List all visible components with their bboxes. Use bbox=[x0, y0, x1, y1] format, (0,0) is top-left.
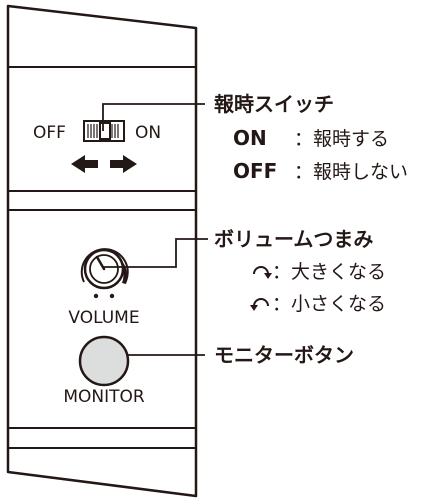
monitor-callout-title: モニターボタン bbox=[214, 343, 354, 367]
knob-dot-left bbox=[93, 293, 99, 299]
switch-slider-knob[interactable] bbox=[99, 122, 111, 140]
switch-off-key: OFF bbox=[233, 159, 277, 183]
switch-off-text: ：報時しない bbox=[294, 161, 408, 183]
switch-on-key: ON bbox=[233, 126, 267, 150]
volume-callout-title: ボリュームつまみ bbox=[214, 227, 373, 251]
rotate-counterclockwise-icon bbox=[250, 298, 269, 311]
volume-label: VOLUME bbox=[68, 308, 139, 328]
monitor-button[interactable] bbox=[78, 335, 130, 387]
arrow-left-icon bbox=[71, 155, 98, 173]
volume-callout: ボリュームつまみ ：大きくなる ：小さくなる bbox=[214, 227, 386, 315]
monitor-label: MONITOR bbox=[63, 387, 145, 407]
switch-on-text: ：報時する bbox=[294, 128, 389, 150]
switch-ridges bbox=[87, 124, 119, 138]
knob-scale-wedge bbox=[117, 258, 128, 284]
knob-indicator bbox=[95, 255, 106, 271]
panel-dividers bbox=[8, 66, 196, 449]
arrow-right-icon bbox=[110, 155, 137, 173]
volume-ccw-text: ：小さくなる bbox=[272, 293, 386, 315]
switch-on-label: ON bbox=[135, 123, 161, 143]
time-signal-switch[interactable]: OFF ON bbox=[33, 120, 161, 173]
volume-cw-text: ：大きくなる bbox=[272, 261, 386, 283]
leader-lines bbox=[102, 103, 208, 356]
switch-off-label: OFF bbox=[33, 123, 66, 143]
volume-leader bbox=[103, 238, 208, 268]
switch-callout: 報時スイッチ ON ：報時する OFF ：報時しない bbox=[214, 92, 408, 183]
volume-knob[interactable] bbox=[80, 248, 129, 299]
switch-callout-title: 報時スイッチ bbox=[214, 92, 334, 116]
knob-dot-right bbox=[109, 293, 115, 299]
rotate-clockwise-icon bbox=[253, 266, 272, 279]
switch-leader bbox=[102, 103, 205, 131]
